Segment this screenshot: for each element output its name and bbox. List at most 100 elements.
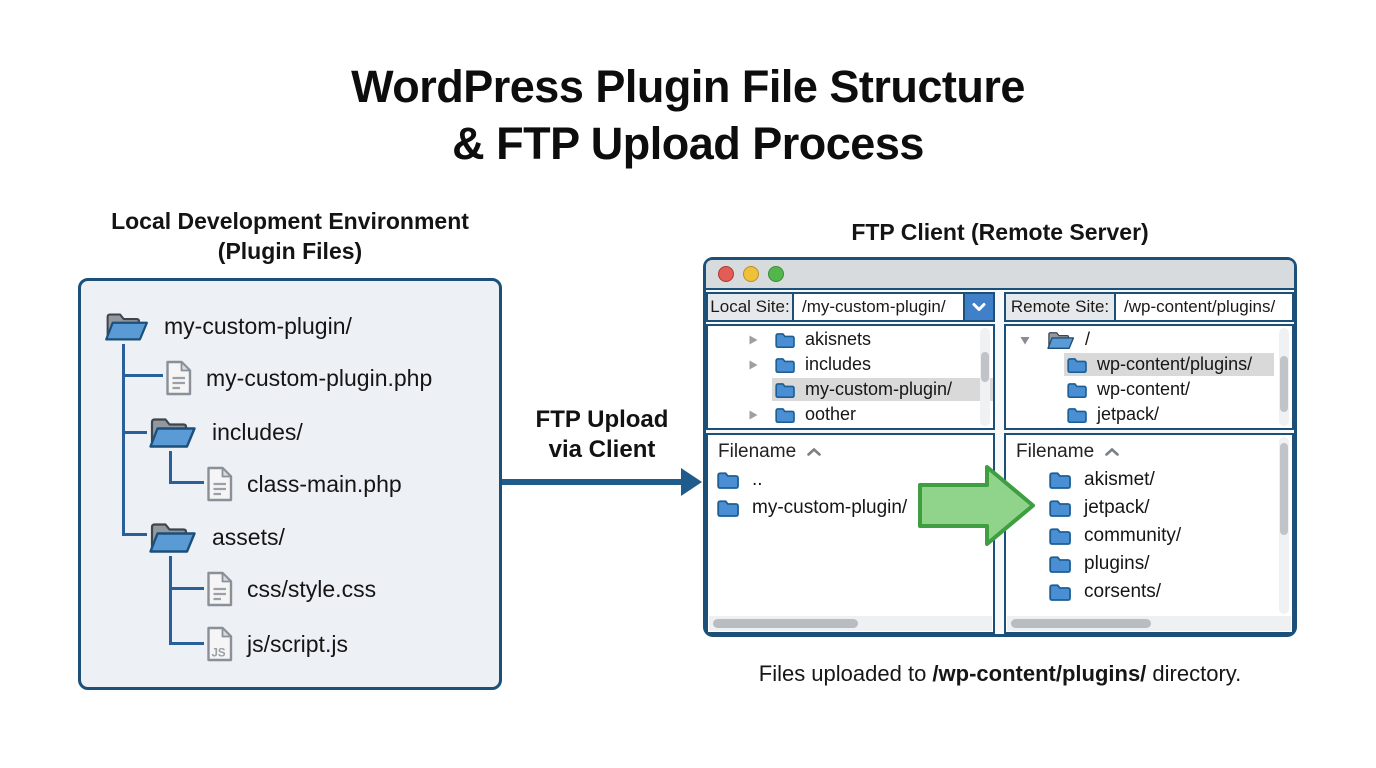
ftp-upload-label-line1: FTP Upload	[535, 406, 669, 433]
page-title: WordPress Plugin File Structure & FTP Up…	[0, 58, 1376, 172]
remote-tree-row[interactable]: wp-content/	[1006, 377, 1288, 402]
folder-icon	[1048, 554, 1072, 574]
tree-connector	[169, 587, 204, 590]
local-tree-row[interactable]: includes	[708, 352, 989, 377]
tree-item-label: my-custom-plugin.php	[206, 364, 433, 391]
close-button[interactable]	[718, 266, 734, 282]
ftp-client-window: Local Site: /my-custom-plugin/ Remote Si…	[703, 257, 1297, 637]
folder-icon	[774, 406, 796, 424]
local-tree-row[interactable]: oother	[708, 402, 989, 427]
local-env-heading: Local Development Environment (Plugin Fi…	[78, 206, 502, 266]
upload-arrow-head	[681, 468, 702, 496]
open-folder-icon	[103, 308, 151, 344]
file-list-item[interactable]: community/	[1048, 525, 1181, 547]
tree-connector	[169, 642, 204, 645]
page-title-line1: WordPress Plugin File Structure	[351, 61, 1025, 112]
tree-item-label: includes	[805, 354, 872, 374]
tree-connector	[169, 481, 204, 484]
remote-tree-row[interactable]: /	[1006, 327, 1288, 352]
tree-row: includes/	[147, 413, 303, 451]
tree-connector	[122, 374, 163, 377]
tree-row: my-custom-plugin/	[103, 308, 352, 344]
tree-item-label: js/script.js	[247, 630, 348, 657]
local-site-dropdown-button[interactable]	[963, 292, 995, 322]
expand-right-icon[interactable]	[746, 408, 760, 422]
file-item-label: corsents/	[1084, 581, 1162, 602]
tree-item-label: assets/	[212, 523, 285, 550]
minimize-button[interactable]	[743, 266, 759, 282]
filename-column-header[interactable]: Filename	[1016, 441, 1120, 463]
remote-tree-row-selected[interactable]: wp-content/plugins/	[1006, 352, 1288, 377]
folder-icon	[1066, 406, 1088, 424]
horizontal-scrollbar-track[interactable]	[709, 616, 992, 631]
tree-item-label: my-custom-plugin/	[805, 379, 953, 399]
file-item-label: ..	[752, 469, 763, 490]
tree-row: js/script.js	[204, 625, 348, 663]
file-list-item[interactable]: akismet/	[1048, 469, 1155, 491]
expand-right-icon[interactable]	[746, 333, 760, 347]
folder-icon	[774, 356, 796, 374]
tree-connector	[122, 431, 147, 434]
vertical-scrollbar-thumb[interactable]	[1280, 443, 1288, 535]
folder-icon	[1048, 498, 1072, 518]
open-folder-icon	[1046, 329, 1076, 351]
file-item-label: my-custom-plugin/	[752, 497, 908, 518]
tree-item-label: oother	[805, 404, 857, 424]
folder-icon	[716, 498, 740, 518]
filename-column-header[interactable]: Filename	[718, 441, 822, 463]
filename-header-label: Filename	[718, 441, 797, 462]
folder-icon	[774, 331, 796, 349]
open-folder-icon	[147, 518, 199, 556]
folder-icon	[1048, 582, 1072, 602]
horizontal-scrollbar-thumb[interactable]	[713, 619, 858, 628]
vertical-scrollbar-thumb[interactable]	[981, 352, 989, 382]
file-list-item[interactable]: ..	[716, 469, 763, 491]
local-tree-row[interactable]: akisnets	[708, 327, 989, 352]
remote-tree-row[interactable]: jetpack/	[1006, 402, 1288, 427]
upload-caption: Files uploaded to /wp-content/plugins/ d…	[640, 661, 1360, 687]
green-transfer-arrow	[918, 465, 1035, 546]
tree-item-label: wp-content/	[1097, 379, 1191, 399]
local-tree-row-selected[interactable]: my-custom-plugin/	[708, 377, 993, 402]
filename-header-label: Filename	[1016, 441, 1095, 462]
tree-item-label: my-custom-plugin/	[164, 312, 352, 339]
zoom-button[interactable]	[768, 266, 784, 282]
tree-item-label: includes/	[212, 418, 303, 445]
tree-item-label: /	[1085, 329, 1091, 349]
file-icon	[204, 570, 234, 608]
file-icon	[163, 359, 193, 397]
file-item-label: plugins/	[1084, 553, 1150, 574]
tree-item-label: class-main.php	[247, 470, 402, 497]
local-env-box: my-custom-plugin/ my-custom-plugin.php i…	[78, 278, 502, 690]
horizontal-scrollbar-track[interactable]	[1007, 616, 1291, 631]
ftp-upload-label-line2: via Client	[548, 436, 656, 463]
expand-right-icon[interactable]	[746, 358, 760, 372]
expand-down-icon[interactable]	[1018, 333, 1032, 347]
local-env-heading-line2: (Plugin Files)	[217, 238, 363, 264]
file-list-item[interactable]: plugins/	[1048, 553, 1150, 575]
remote-site-input[interactable]: /wp-content/plugins/	[1114, 292, 1294, 322]
folder-icon	[1066, 381, 1088, 399]
expander-spacer	[746, 383, 760, 397]
remote-tree-pane: / wp-content/plugins/ wp-content/ jetpac…	[1004, 324, 1294, 430]
horizontal-scrollbar-thumb[interactable]	[1011, 619, 1151, 628]
folder-icon	[1048, 470, 1072, 490]
file-list-item[interactable]: jetpack/	[1048, 497, 1149, 519]
file-list-item[interactable]: corsents/	[1048, 581, 1161, 603]
sort-ascending-icon	[806, 447, 822, 457]
local-file-list-pane: Filename .. my-custom-plugin/	[706, 433, 995, 634]
tree-item-label: akisnets	[805, 329, 872, 349]
tree-connector	[169, 451, 172, 484]
vertical-scrollbar-thumb[interactable]	[1280, 356, 1288, 412]
tree-connector	[169, 556, 172, 644]
upload-arrow-shaft	[502, 479, 682, 485]
window-titlebar	[706, 260, 1294, 290]
tree-connector	[122, 533, 147, 536]
tree-item-label: wp-content/plugins/	[1097, 354, 1253, 374]
file-item-label: community/	[1084, 525, 1182, 546]
local-site-input[interactable]: /my-custom-plugin/	[792, 292, 965, 322]
local-tree-pane: akisnets includes my-custom-plugin/ ooth…	[706, 324, 995, 430]
file-list-item[interactable]: my-custom-plugin/	[716, 497, 907, 519]
tree-row: css/style.css	[204, 570, 376, 608]
